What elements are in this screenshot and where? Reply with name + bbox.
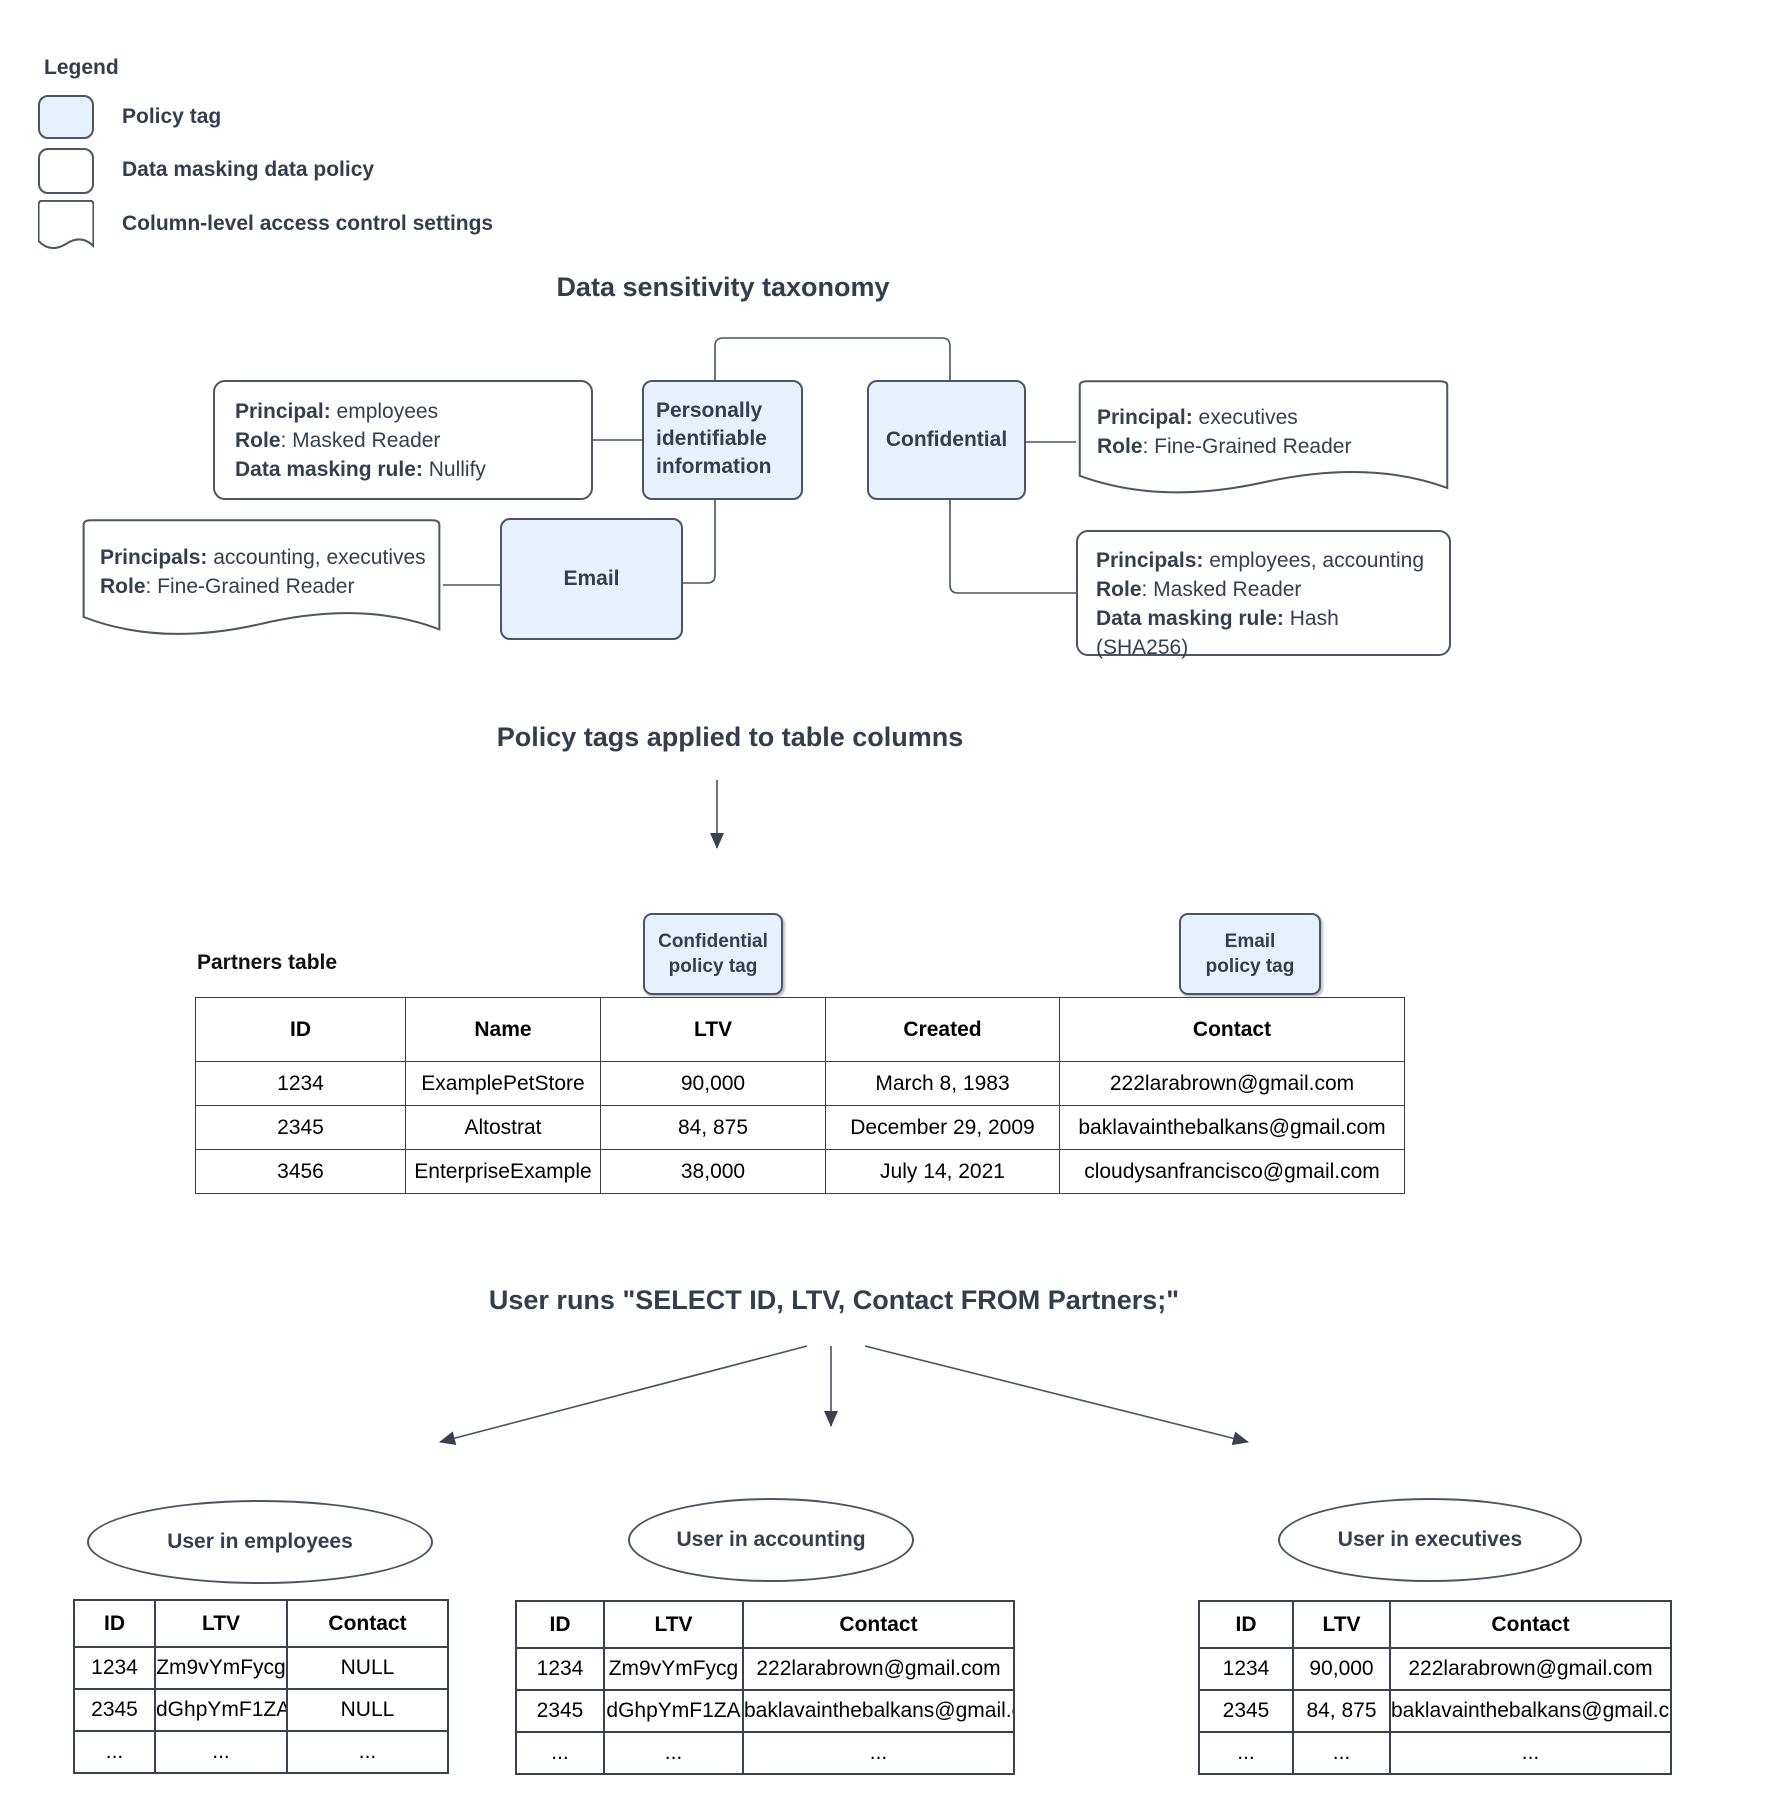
email-acl-box: Principals: accounting, executives Role:… <box>100 543 426 601</box>
confidential-policy-tag: Confidential <box>867 380 1026 500</box>
table-header-row: ID LTV Contact <box>515 1600 1015 1649</box>
partners-table: ID Name LTV Created Contact 1234 Example… <box>195 997 1405 1194</box>
legend-policy-tag-swatch <box>38 95 94 139</box>
legend-data-policy-swatch <box>38 148 94 194</box>
policy-line: Principal: employees <box>235 400 439 423</box>
partners-table-label: Partners table <box>197 951 338 974</box>
table-header-row: ID Name LTV Created Contact <box>195 997 1405 1062</box>
result-table-executives: ID LTV Contact 1234 90,000 222larabrown@… <box>1198 1600 1672 1775</box>
legend-item-policy-tag: Policy tag <box>122 105 222 128</box>
table-row: 1234 Zm9vYmFycg NULL <box>73 1646 449 1690</box>
confidential-acl-box: Principal: executives Role: Fine-Grained… <box>1097 403 1351 461</box>
table-row: ... ... ... <box>1198 1731 1672 1775</box>
table-row: 2345 dGhpYmF1ZA NULL <box>73 1688 449 1732</box>
policy-line: Data masking rule: Nullify <box>235 458 486 481</box>
group-ellipse-employees: User in employees <box>87 1500 433 1584</box>
table-row: 2345 84, 875 baklavainthebalkans@gmail.c… <box>1198 1689 1672 1733</box>
col-header: LTV <box>600 997 826 1062</box>
legend-item-acl: Column-level access control settings <box>122 212 494 235</box>
group-ellipse-accounting: User in accounting <box>628 1498 914 1582</box>
policy-line: Data masking rule: Hash (SHA256) <box>1096 607 1339 659</box>
table-row: 3456 EnterpriseExample 38,000 July 14, 2… <box>195 1149 1405 1194</box>
table-header-row: ID LTV Contact <box>1198 1600 1672 1649</box>
confidential-masking-policy-box: Principals: employees, accounting Role: … <box>1076 530 1451 659</box>
legend-title: Legend <box>44 56 119 79</box>
result-table-employees: ID LTV Contact 1234 Zm9vYmFycg NULL 2345… <box>73 1599 449 1774</box>
group-ellipse-executives: User in executives <box>1278 1498 1582 1582</box>
policy-line: Principal: executives <box>1097 406 1298 429</box>
table-row: 1234 ExamplePetStore 90,000 March 8, 198… <box>195 1061 1405 1106</box>
email-column-tag: Email policy tag <box>1179 913 1321 995</box>
result-table-accounting: ID LTV Contact 1234 Zm9vYmFycg 222larabr… <box>515 1600 1015 1775</box>
policy-line: Principals: employees, accounting <box>1096 549 1425 572</box>
email-acl-shape <box>80 518 443 653</box>
table-row: ... ... ... <box>515 1731 1015 1775</box>
policy-line: Role: Masked Reader <box>235 429 441 452</box>
col-header: Contact <box>1059 997 1405 1062</box>
pii-policy-tag: Personally identifiable information <box>642 380 803 500</box>
policy-line: Role: Masked Reader <box>1096 578 1302 601</box>
legend-acl-swatch <box>38 200 94 256</box>
col-header: Created <box>825 997 1060 1062</box>
col-header: ID <box>195 997 406 1062</box>
table-row: 1234 Zm9vYmFycg 222larabrown@gmail.com <box>515 1647 1015 1691</box>
col-header: Name <box>405 997 601 1062</box>
table-row: ... ... ... <box>73 1730 449 1774</box>
table-row: 1234 90,000 222larabrown@gmail.com <box>1198 1647 1672 1691</box>
taxonomy-title: Data sensitivity taxonomy <box>556 272 890 302</box>
policy-line: Role: Fine-Grained Reader <box>100 575 355 598</box>
legend-item-data-policy: Data masking data policy <box>122 158 375 181</box>
pii-masking-policy-box: Principal: employees Role: Masked Reader… <box>213 380 593 500</box>
table-row: 2345 dGhpYmF1ZA baklavainthebalkans@gmai… <box>515 1689 1015 1733</box>
table-row: 2345 Altostrat 84, 875 December 29, 2009… <box>195 1105 1405 1150</box>
policy-line: Role: Fine-Grained Reader <box>1097 435 1352 458</box>
query-title: User runs "SELECT ID, LTV, Contact FROM … <box>488 1285 1180 1315</box>
confidential-column-tag: Confidential policy tag <box>643 913 783 995</box>
confidential-acl-shape <box>1076 379 1451 511</box>
policy-line: Principals: accounting, executives <box>100 546 426 569</box>
email-policy-tag: Email <box>500 518 683 640</box>
applied-title: Policy tags applied to table columns <box>496 722 964 752</box>
table-header-row: ID LTV Contact <box>73 1599 449 1648</box>
